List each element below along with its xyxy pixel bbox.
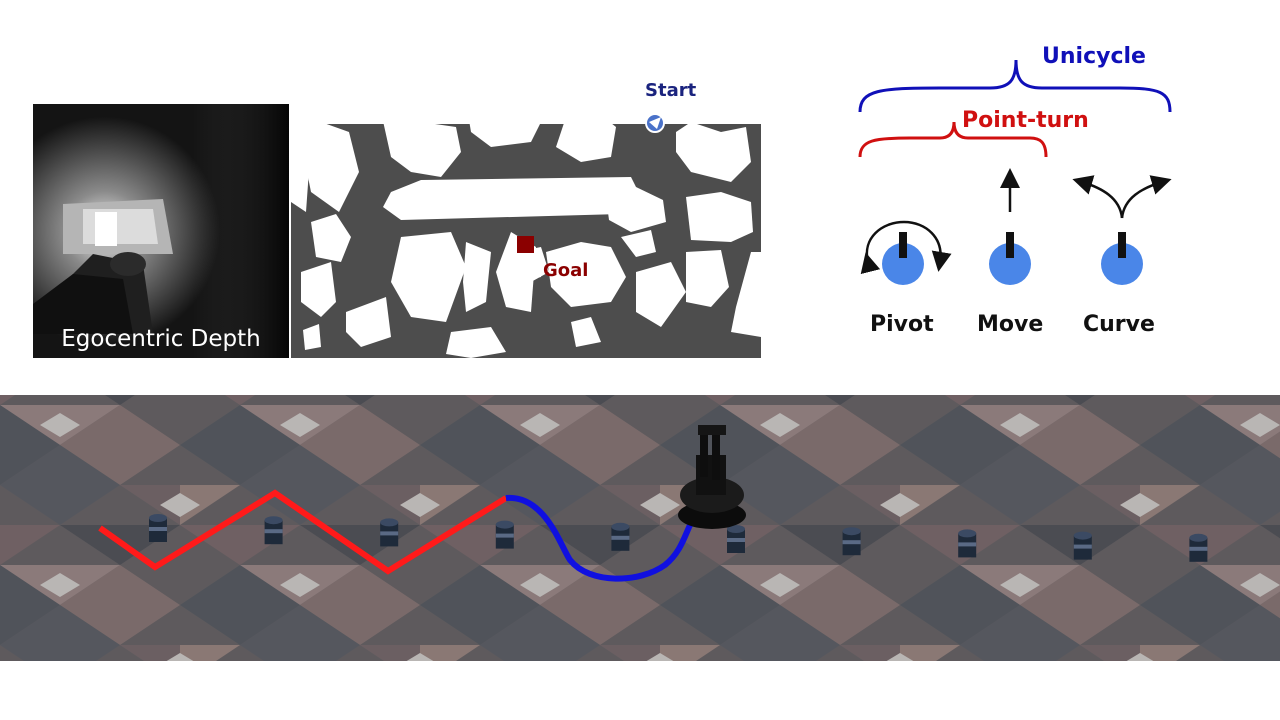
- mode-label-pivot: Pivot: [870, 312, 934, 337]
- egocentric-depth-panel: Egocentric Depth: [33, 104, 289, 358]
- barrel-icon: [1073, 531, 1092, 560]
- start-marker-icon: [645, 113, 665, 133]
- barrel-icon: [727, 525, 745, 553]
- tiled-floor: [0, 395, 1280, 661]
- robot-floor-scene: [0, 395, 1280, 661]
- barrel-icon: [958, 529, 977, 558]
- goal-marker-icon: [517, 236, 534, 253]
- mode-label-curve: Curve: [1083, 312, 1155, 337]
- point-turn-label: Point-turn: [962, 108, 1089, 133]
- depth-caption: Egocentric Depth: [61, 326, 261, 352]
- barrel-icon: [495, 520, 514, 549]
- barrel-icon: [149, 514, 167, 542]
- occupancy-map: [291, 102, 761, 358]
- point-turn-brace: [858, 121, 1048, 158]
- curve-split-icon: [1072, 175, 1172, 285]
- unicycle-label: Unicycle: [1042, 44, 1146, 69]
- barrel-icon: [842, 527, 861, 556]
- barrel-icon: [264, 516, 283, 545]
- mode-label-move: Move: [977, 312, 1044, 337]
- action-space-diagram: Unicycle Point-turn Pivot Move Curve: [840, 40, 1200, 360]
- barrel-icon: [380, 518, 399, 547]
- start-label: Start: [645, 80, 697, 101]
- pivot-rotate-icon: [860, 220, 952, 285]
- depth-image: [33, 104, 289, 358]
- barrel-icon: [1189, 533, 1208, 562]
- unicycle-path: [505, 494, 710, 582]
- unicycle-brace: [858, 59, 1172, 113]
- point-turn-path: [98, 489, 508, 575]
- move-forward-icon: [989, 168, 1031, 285]
- goal-label: Goal: [543, 260, 589, 281]
- barrel-icon: [611, 522, 630, 551]
- robot-icon: [678, 425, 746, 529]
